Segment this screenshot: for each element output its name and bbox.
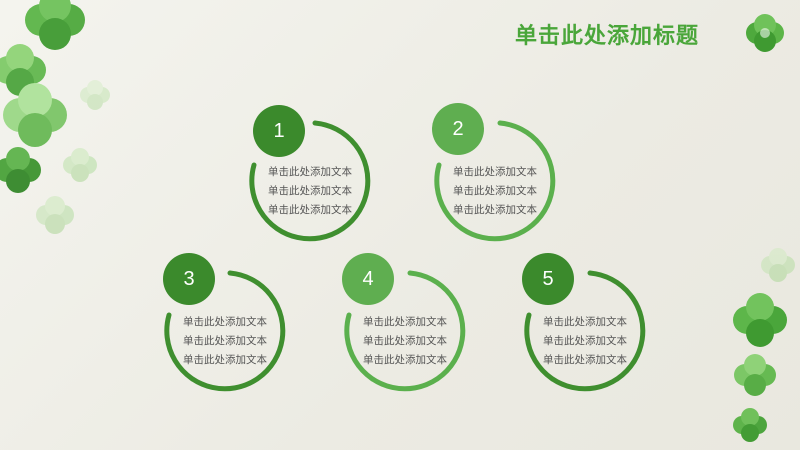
step-item-2: 2 单击此处添加文本 单击此处添加文本 单击此处添加文本 [430, 103, 560, 245]
clover-icon [734, 354, 776, 396]
step-item-5: 5 单击此处添加文本 单击此处添加文本 单击此处添加文本 [520, 253, 650, 395]
step-number-badge: 1 [253, 105, 305, 157]
step-text-line[interactable]: 单击此处添加文本 [453, 204, 537, 216]
step-text-line[interactable]: 单击此处添加文本 [268, 166, 352, 178]
step-text-line[interactable]: 单击此处添加文本 [183, 316, 267, 328]
clover-icon [761, 248, 795, 282]
step-text: 单击此处添加文本 单击此处添加文本 单击此处添加文本 [350, 313, 460, 370]
clover-decoration-right [733, 248, 795, 442]
step-text-line[interactable]: 单击此处添加文本 [363, 335, 447, 347]
step-ring [249, 120, 371, 242]
step-text-line[interactable]: 单击此处添加文本 [268, 204, 352, 216]
clover-icon [746, 14, 784, 52]
step-item-3: 3 单击此处添加文本 单击此处添加文本 单击此处添加文本 [160, 253, 290, 395]
clover-decoration-left [0, 0, 110, 234]
step-ring [434, 120, 556, 242]
step-text-line[interactable]: 单击此处添加文本 [543, 335, 627, 347]
step-text: 单击此处添加文本 单击此处添加文本 单击此处添加文本 [530, 313, 640, 370]
step-ring [344, 270, 466, 392]
clover-icon [36, 196, 74, 234]
step-text-line[interactable]: 单击此处添加文本 [183, 354, 267, 366]
step-text-line[interactable]: 单击此处添加文本 [268, 185, 352, 197]
clover-icon [3, 83, 67, 147]
step-text-line[interactable]: 单击此处添加文本 [453, 166, 537, 178]
step-number-badge: 4 [342, 253, 394, 305]
step-number-badge: 2 [432, 103, 484, 155]
step-text: 单击此处添加文本 单击此处添加文本 单击此处添加文本 [255, 163, 365, 220]
clover-icon [733, 293, 787, 347]
step-ring [524, 270, 646, 392]
step-text-line[interactable]: 单击此处添加文本 [543, 316, 627, 328]
clover-icon [80, 80, 110, 110]
clover-icon [733, 408, 767, 442]
step-text-line[interactable]: 单击此处添加文本 [363, 316, 447, 328]
step-text-line[interactable]: 单击此处添加文本 [183, 335, 267, 347]
clover-icon [0, 147, 41, 193]
step-number-badge: 5 [522, 253, 574, 305]
step-number-badge: 3 [163, 253, 215, 305]
step-text-line[interactable]: 单击此处添加文本 [363, 354, 447, 366]
step-text-line[interactable]: 单击此处添加文本 [453, 185, 537, 197]
step-text-line[interactable]: 单击此处添加文本 [543, 354, 627, 366]
clover-icon [0, 44, 46, 96]
step-text: 单击此处添加文本 单击此处添加文本 单击此处添加文本 [170, 313, 280, 370]
slide-title[interactable]: 单击此处添加标题 [515, 24, 700, 49]
step-text: 单击此处添加文本 单击此处添加文本 单击此处添加文本 [440, 163, 550, 220]
clover-icon [25, 0, 85, 50]
clover-icon [63, 148, 97, 182]
step-item-1: 1 单击此处添加文本 单击此处添加文本 单击此处添加文本 [245, 105, 375, 245]
step-item-4: 4 单击此处添加文本 单击此处添加文本 单击此处添加文本 [340, 253, 470, 395]
step-ring [164, 270, 286, 392]
